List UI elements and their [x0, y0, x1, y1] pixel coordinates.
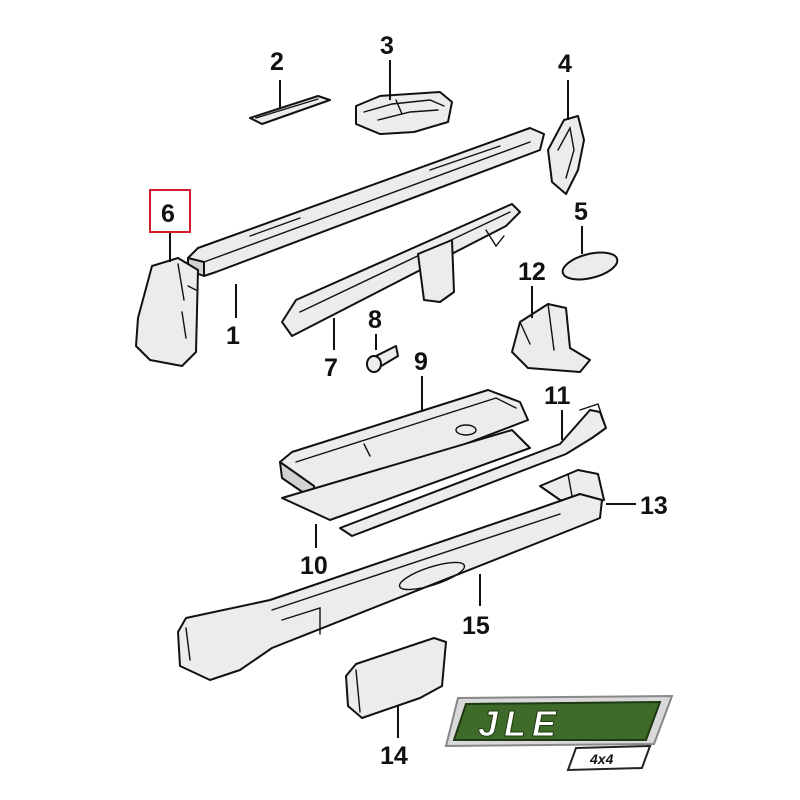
- callout-10: 10: [300, 552, 328, 580]
- logo-text: JLE: [478, 703, 562, 744]
- callout-14: 14: [380, 742, 408, 770]
- callout-11: 11: [544, 382, 571, 410]
- callout-9: 9: [414, 348, 428, 376]
- callout-1: 1: [226, 322, 240, 350]
- part-5-oval-cap: [561, 251, 619, 281]
- callout-labels: 2 3 4 5 6 1 7 8 9 12 11 13 10 15 14: [149, 32, 668, 770]
- callout-2: 2: [270, 48, 284, 76]
- callout-3: 3: [380, 32, 394, 60]
- part-4-side-vent: [547, 115, 585, 195]
- part-10-gasket: [281, 429, 531, 521]
- callout-13: 13: [640, 492, 668, 520]
- jle-4x4-logo: JLE 4x4: [444, 694, 674, 772]
- part-7-lower-rail: [281, 203, 521, 337]
- callout-15: 15: [462, 612, 490, 640]
- part-3-bezel: [355, 91, 453, 135]
- part-6-end-cap: [135, 257, 199, 367]
- part-2-trim-strip: [249, 95, 331, 125]
- leader-lines: [169, 60, 636, 738]
- callout-8: 8: [368, 306, 382, 334]
- callout-6-highlight-box: [149, 189, 191, 233]
- logo-subtext: 4x4: [589, 751, 614, 767]
- part-12-duct: [511, 303, 591, 373]
- part-1-top-rail: [187, 127, 545, 277]
- part-15-lower-sill: [177, 493, 603, 681]
- callout-7: 7: [324, 354, 338, 382]
- callout-12: 12: [518, 258, 546, 286]
- callout-6: 6: [161, 200, 175, 228]
- callout-5: 5: [574, 198, 588, 226]
- part-11-bent-bar: [339, 403, 607, 537]
- part-14-bottom-cover: [345, 637, 447, 719]
- callout-4: 4: [558, 50, 572, 78]
- part-8-screw: [366, 345, 399, 373]
